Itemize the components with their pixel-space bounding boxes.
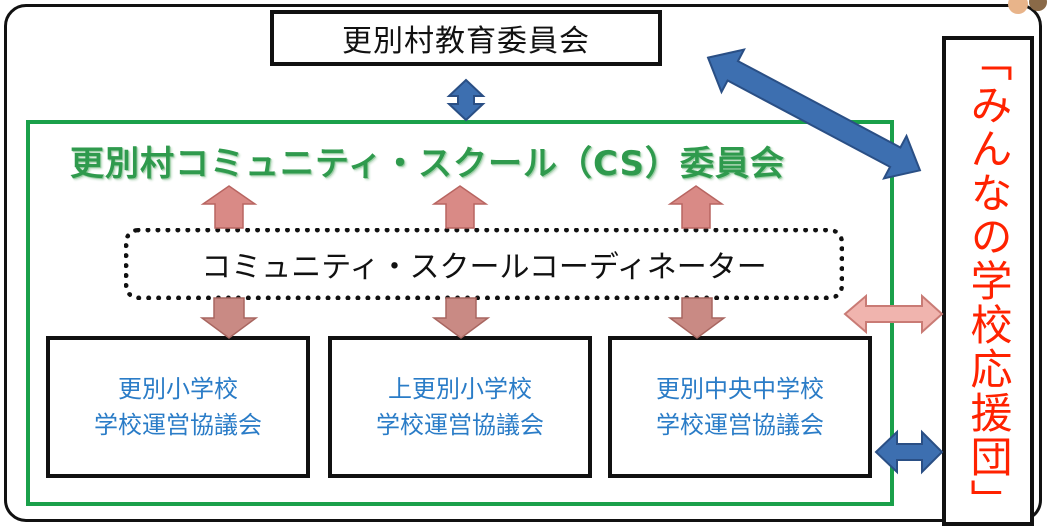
coordinator-box: コミュニティ・スクールコーディネーター [124,228,844,300]
coordinator-label: コミュニティ・スクールコーディネーター [201,250,767,285]
school-council-label: 学校運営協議会 [94,411,262,439]
support-group-label: 「みんなの学校応援団」 [964,39,1013,523]
cs-committee-title: 更別村コミュニティ・スクール（CS）委員会 [70,144,786,184]
school-name: 更別中央中学校 [656,375,824,403]
support-group-box: 「みんなの学校応援団」 [942,36,1034,526]
school-council-box-kamisarabetsu-elementary: 上更別小学校 学校運営協議会 [328,336,592,478]
school-name: 上更別小学校 [388,375,532,403]
school-council-box-sarabetsu-elementary: 更別小学校 学校運営協議会 [46,336,310,478]
illustration-corner [1008,0,1047,14]
school-council-box-sarabetsu-chuo-junior-high: 更別中央中学校 学校運営協議会 [608,336,872,478]
school-name: 更別小学校 [118,375,238,403]
school-council-label: 学校運営協議会 [376,411,544,439]
school-council-label: 学校運営協議会 [656,411,824,439]
board-of-education-label: 更別村教育委員会 [342,24,590,59]
board-of-education-box: 更別村教育委員会 [270,10,662,66]
